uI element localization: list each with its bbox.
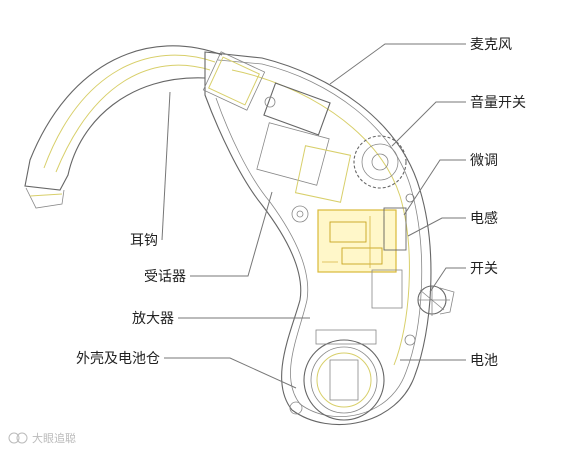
label-switch: 开关	[470, 261, 498, 277]
leader-inductor	[407, 217, 466, 237]
label-inductor: 电感	[470, 210, 498, 227]
label-trimmer: 微调	[470, 153, 498, 169]
battery-compartment-drawing	[289, 329, 416, 421]
switch-drawing	[417, 285, 455, 316]
label-ear-hook: 耳钩	[130, 233, 158, 249]
label-volume-switch: 音量开关	[470, 94, 526, 111]
leader-ear-hook	[161, 91, 171, 241]
leader-switch	[429, 267, 466, 293]
leader-microphone	[329, 43, 466, 85]
label-shell-battery-compartment: 外壳及电池仓	[76, 350, 160, 367]
volume-switch-drawing	[353, 135, 407, 189]
label-receiver: 受话器	[144, 269, 186, 285]
body-shell-drawing	[204, 51, 432, 426]
ear-hook-drawing	[24, 45, 223, 209]
watermark-text: 大眼追聪	[32, 431, 76, 445]
watermark-logo-icon	[8, 432, 20, 444]
leader-lines	[161, 43, 466, 389]
leader-receiver	[190, 191, 273, 277]
leader-volume-switch	[391, 101, 466, 147]
watermark: 大眼追聪	[8, 431, 76, 445]
circuit-board-drawing	[317, 193, 415, 309]
leader-shell-battery	[164, 357, 297, 389]
label-microphone: 麦克风	[470, 37, 512, 53]
leader-trimmer	[403, 159, 466, 216]
microphone-drawing	[202, 51, 352, 223]
label-amplifier: 放大器	[132, 311, 174, 327]
label-battery: 电池	[470, 353, 498, 369]
